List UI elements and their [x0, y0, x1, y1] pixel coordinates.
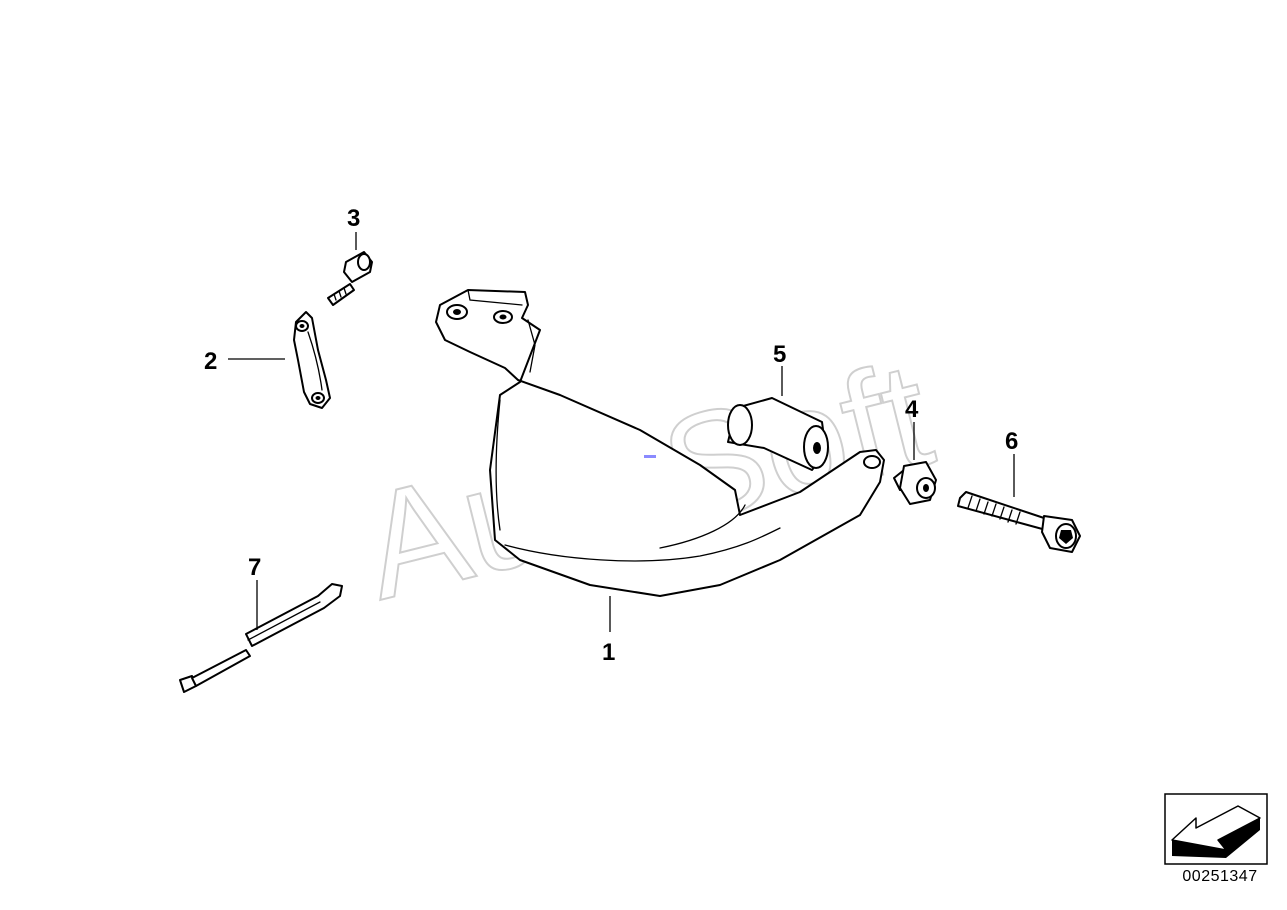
part-5-buffer[interactable] [727, 397, 829, 471]
callout-3[interactable]: 3 [347, 205, 360, 232]
callout-7[interactable]: 7 [248, 554, 261, 581]
callout-2[interactable]: 2 [204, 348, 217, 375]
callout-5[interactable]: 5 [773, 341, 786, 368]
part-4-spacer-nut[interactable] [893, 461, 937, 505]
part-3-bolt[interactable] [327, 251, 373, 306]
callout-6[interactable]: 6 [1005, 428, 1018, 455]
arrow-down-left-icon [1164, 793, 1268, 865]
part-2-clamp[interactable] [293, 311, 331, 409]
part-6-screw[interactable] [957, 491, 1081, 553]
accent-mark [644, 455, 656, 458]
callout-1[interactable]: 1 [602, 639, 615, 666]
part-1-bracket[interactable] [435, 289, 885, 597]
callout-4[interactable]: 4 [905, 396, 919, 423]
diagram-number: 00251347 [1182, 868, 1258, 885]
part-7-cable-tie[interactable] [179, 583, 343, 693]
